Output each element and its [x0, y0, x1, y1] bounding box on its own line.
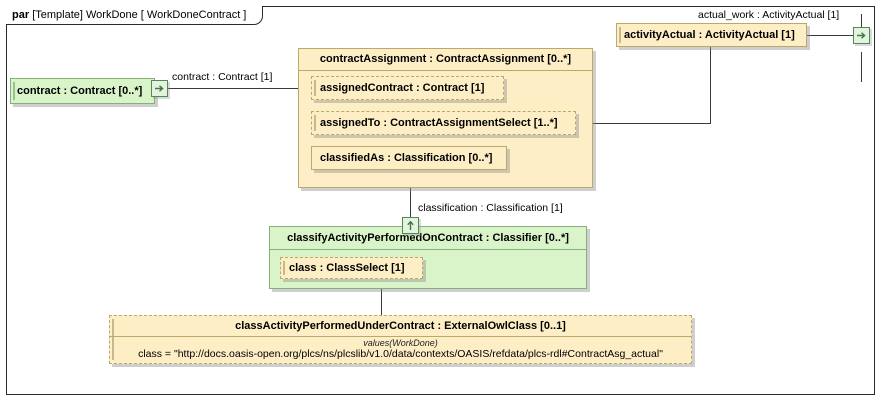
node-assigned-to-title: assignedTo : ContractAssignmentSelect [1…	[320, 117, 558, 129]
node-divider	[299, 70, 592, 71]
node-accent-bar	[314, 80, 316, 96]
node-classifier-title: classifyActivityPerformedOnContract : Cl…	[287, 232, 569, 244]
node-classified-as[interactable]: classifiedAs : Classification [0..*]	[311, 146, 507, 170]
node-accent-bar	[314, 115, 316, 131]
node-classified-as-title: classifiedAs : Classification [0..*]	[320, 152, 493, 164]
edge-actual-work-horizontal	[576, 123, 711, 124]
frame-keyword: par	[12, 9, 30, 21]
node-divider	[270, 249, 586, 250]
node-assigned-contract-title: assignedContract : Contract [1]	[320, 82, 485, 94]
node-class-select[interactable]: class : ClassSelect [1]	[280, 257, 423, 279]
node-class-select-title: class : ClassSelect [1]	[289, 262, 405, 274]
node-contract-assignment-title: contractAssignment : ContractAssignment …	[319, 53, 572, 65]
frame-heading: par [Template] WorkDone [ WorkDoneContra…	[6, 6, 264, 25]
owl-class-assignment: class = "http://docs.oasis-open.org/plcs…	[138, 348, 663, 360]
frame-right-port-icon[interactable]	[853, 27, 870, 44]
edge-label-contract: contract : Contract [1]	[172, 71, 273, 83]
edge-contract-line	[167, 88, 312, 89]
arrow-up-port-icon[interactable]	[402, 217, 419, 234]
edge-activity-to-port	[807, 35, 854, 36]
node-accent-bar	[619, 27, 621, 43]
node-external-owl-class[interactable]: classActivityPerformedUnderContract : Ex…	[109, 315, 692, 364]
edge-label-actual-work: actual_work : ActivityActual [1]	[698, 9, 840, 21]
node-accent-bar	[283, 261, 285, 275]
node-accent-bar	[112, 319, 114, 360]
arrow-right-port-icon[interactable]	[151, 80, 168, 97]
edge-label-classification: classification : Classification [1]	[418, 202, 563, 214]
node-divider	[110, 336, 691, 337]
edge-classification-vertical	[410, 170, 411, 217]
edge-frame-port-up	[861, 14, 862, 35]
node-assigned-to[interactable]: assignedTo : ContractAssignmentSelect [1…	[311, 111, 576, 135]
frame-label: [Template] WorkDone [ WorkDoneContract ]	[32, 9, 247, 21]
node-activity-actual[interactable]: activityActual : ActivityActual [1]	[616, 23, 807, 47]
node-assigned-contract[interactable]: assignedContract : Contract [1]	[311, 76, 504, 100]
edge-class-to-owl	[381, 279, 382, 315]
node-external-owl-title: classActivityPerformedUnderContract : Ex…	[235, 320, 566, 332]
edge-actual-work-vertical	[710, 47, 711, 123]
owl-values-label: values(WorkDone)	[363, 338, 438, 348]
node-contract[interactable]: contract : Contract [0..*]	[10, 78, 155, 104]
edge-frame-port-down	[861, 52, 862, 82]
node-accent-bar	[13, 82, 15, 100]
node-contract-title: contract : Contract [0..*]	[17, 85, 143, 97]
node-activity-actual-title: activityActual : ActivityActual [1]	[624, 29, 795, 41]
